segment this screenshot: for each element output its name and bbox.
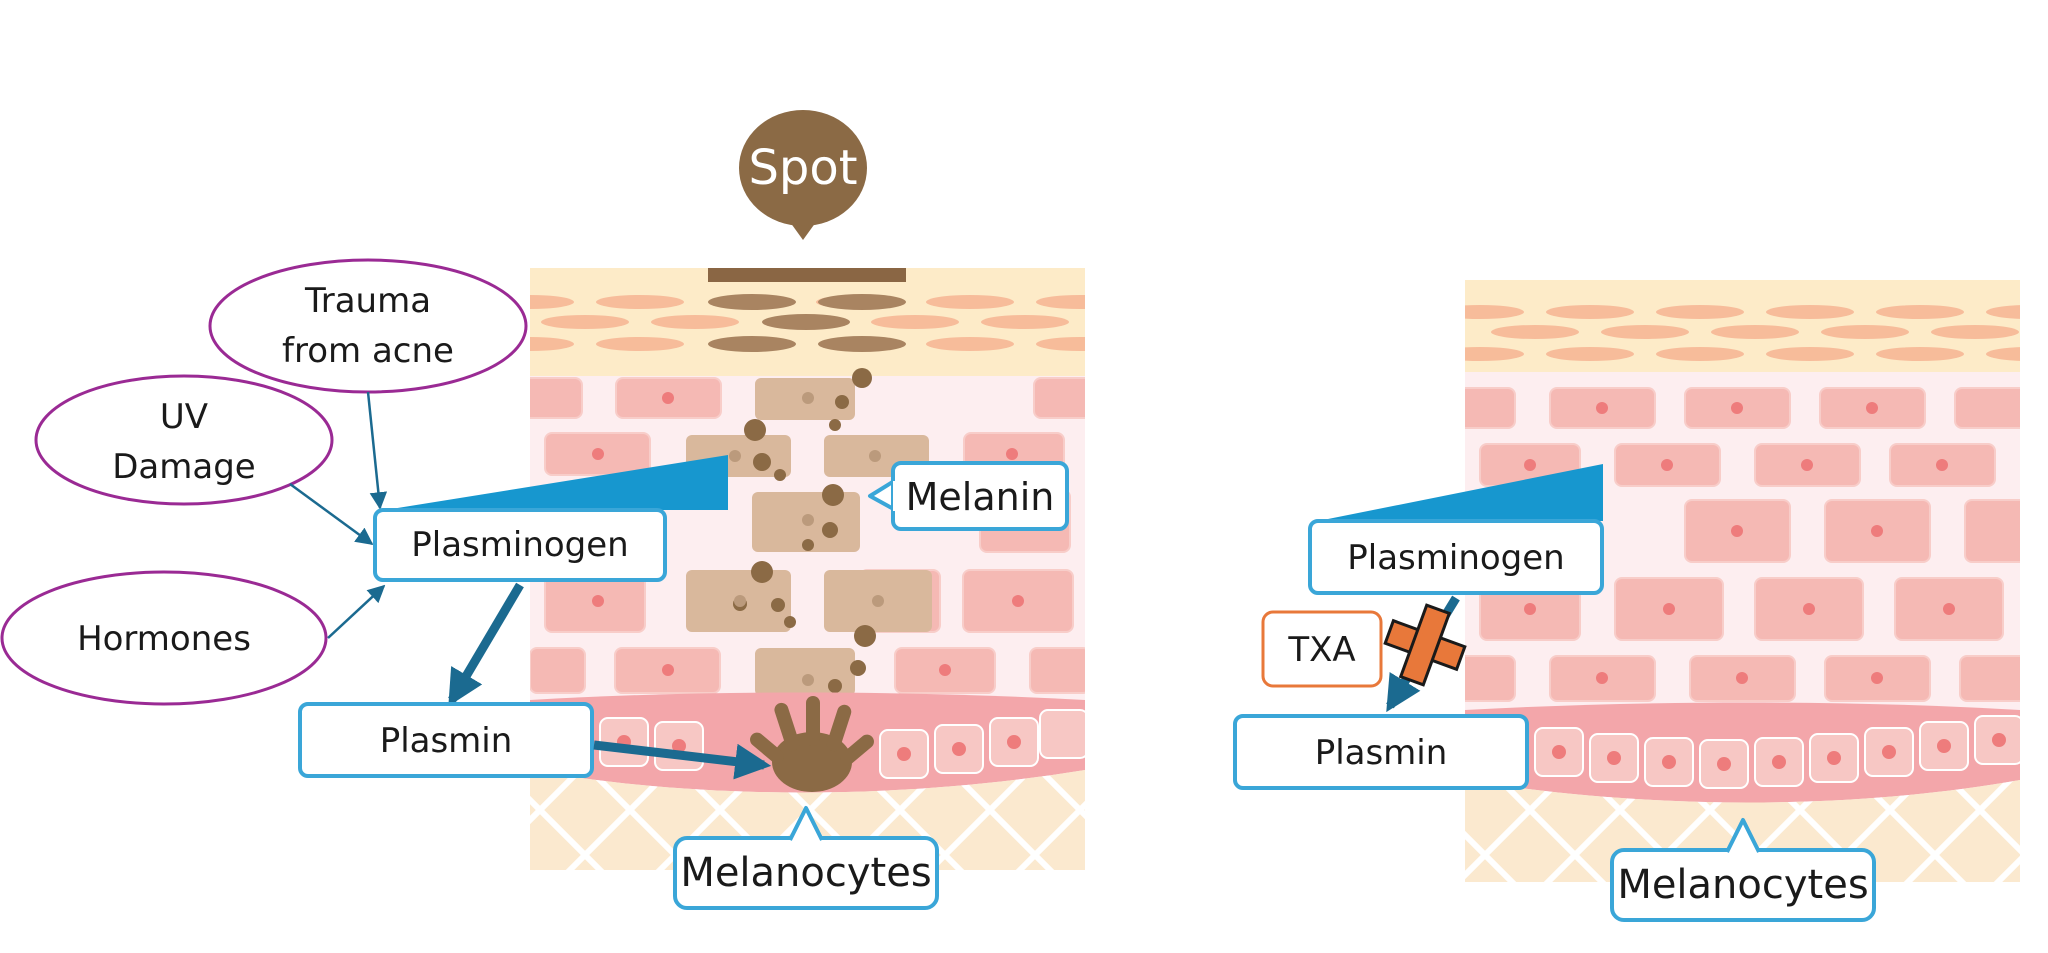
cell-nuclei-right (1524, 402, 1955, 684)
melanocytes-callout-left: Melanocytes (673, 806, 939, 910)
txa-label: TXA (1287, 630, 1355, 670)
melanocytes-label-left: Melanocytes (680, 850, 931, 896)
melanin-label: Melanin (906, 475, 1055, 519)
uv-label-line1: UV (160, 397, 208, 437)
cause-uv: UV Damage (34, 374, 334, 506)
spot-label: Spot (748, 140, 857, 196)
melanocytes-callout-right: Melanocytes (1610, 818, 1876, 922)
cause-arrows (289, 391, 388, 639)
left-skin-cross-section (530, 268, 1085, 870)
spot-flakes (708, 294, 906, 352)
cause-trauma: Trauma from acne (208, 258, 528, 394)
plasmin-box-left: Plasmin (298, 702, 594, 778)
spot-callout: Spot (739, 110, 867, 240)
plasmin-label-right: Plasmin (1315, 733, 1448, 773)
plasmin-label-left: Plasmin (380, 721, 513, 761)
arrow-plasmin-to-melanocytes (593, 740, 772, 780)
spot-surface (708, 268, 906, 282)
trauma-label-line1: Trauma (304, 281, 431, 321)
plasminogen-label-right: Plasminogen (1347, 538, 1564, 578)
plasminogen-label-left: Plasminogen (411, 525, 628, 565)
uv-label-line2: Damage (112, 447, 255, 487)
hormones-label: Hormones (77, 619, 251, 659)
plasminogen-box-right: Plasminogen (1308, 519, 1604, 595)
trauma-label-line2: from acne (282, 331, 454, 371)
melanin-granules (733, 368, 876, 693)
arrow-plasminogen-to-plasmin-left (448, 582, 524, 707)
txa-box: TXA (1261, 610, 1383, 688)
plasmin-box-right: Plasmin (1233, 714, 1529, 790)
corneum-flakes-right (1465, 305, 2020, 361)
amplification-wedge-left (385, 455, 728, 510)
melanocyte-cell (750, 696, 874, 792)
amplification-wedge-right (1318, 464, 1603, 521)
block-x-icon (1383, 603, 1467, 687)
melanin-dots-faded (729, 392, 884, 686)
plasminogen-box-left: Plasminogen (373, 508, 667, 582)
cause-hormones: Hormones (0, 570, 328, 706)
melanin-callout: Melanin (868, 461, 1069, 531)
melanocytes-label-right: Melanocytes (1617, 862, 1868, 908)
